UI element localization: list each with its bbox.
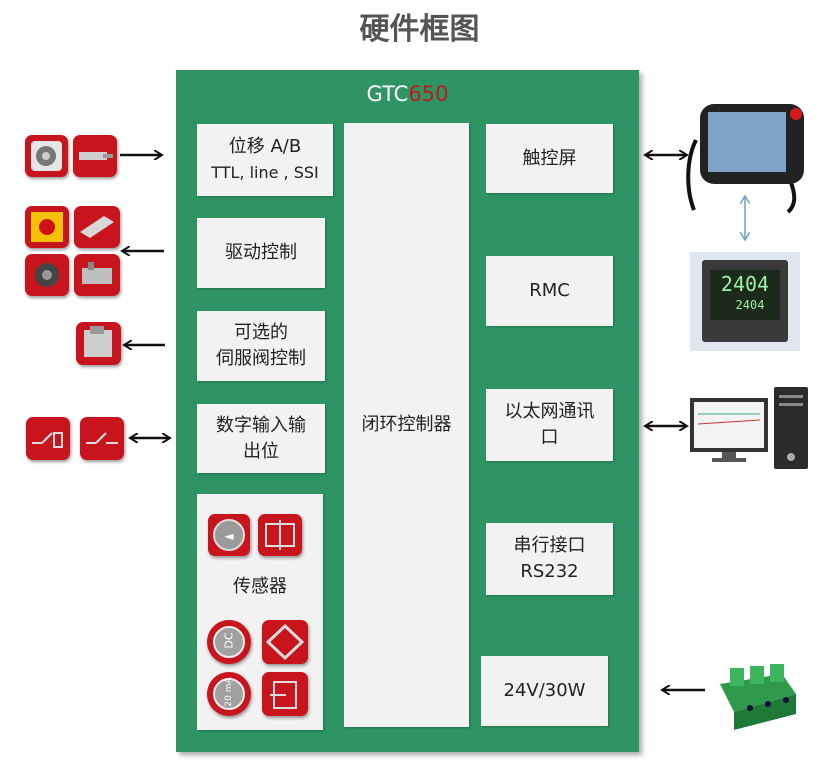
ma-sensor-icon: 20 mA [207, 672, 251, 716]
digital-io-block: 数字输入输出位 [197, 404, 325, 473]
servo-motor-icon [25, 254, 69, 296]
digital-label-2: 出位 [243, 440, 279, 462]
serial-label-1: 串行接口 [513, 535, 586, 556]
ethernet-label-1: 以太网通讯 [504, 401, 595, 422]
rmc-label: RMC [529, 280, 570, 301]
strain-sensor-icon [258, 514, 302, 556]
board-title-prefix: GTC [366, 82, 409, 106]
emergency-switch-icon [25, 206, 69, 248]
serial-block: 串行接口 RS232 [486, 523, 613, 595]
digital-input-switch-icon [26, 417, 70, 460]
servo-valve-icon [76, 322, 121, 365]
linear-actuator-icon [74, 206, 120, 248]
controller-sv: 2404 [735, 298, 765, 312]
touchscreen-block: 触控屏 [486, 124, 613, 193]
bridge-sensor-icon [262, 620, 308, 664]
rmc-block: RMC [486, 256, 613, 326]
digital-output-switch-icon [80, 417, 124, 460]
serial-label-2: RS232 [520, 561, 579, 582]
servo-label-1: 可选的 [234, 322, 288, 343]
position-label-1: 位移 A/B [228, 136, 302, 157]
board-title-model: 650 [408, 82, 449, 106]
closed-loop-label: 闭环控制器 [361, 414, 452, 435]
power-block: 24V/30W [481, 656, 608, 726]
pc-tower-icon [774, 387, 808, 469]
drive-label: 驱动控制 [225, 242, 297, 263]
ethernet-label-2: 口 [540, 427, 559, 448]
potentiometer-sensor-icon [262, 672, 308, 716]
encoder-icon [25, 135, 68, 177]
ethernet-block: 以太网通讯口 [486, 389, 613, 461]
temperature-controller-icon: 2404 2404 [690, 252, 800, 351]
pressure-sensor-icon: ◄ [208, 514, 250, 556]
position-label-2: TTL, line , SSI [211, 163, 319, 182]
servo-block: 可选的伺服阀控制 [197, 311, 325, 381]
linear-transducer-icon [73, 135, 117, 177]
drive-block: 驱动控制 [197, 218, 325, 288]
valve-icon [74, 254, 120, 296]
svg-text:◄: ◄ [224, 529, 234, 543]
servo-label-2: 伺服阀控制 [216, 348, 306, 369]
power-label: 24V/30W [503, 680, 586, 701]
dc-sensor-icon: DC [207, 620, 251, 664]
closed-loop-controller-block: 闭环控制器 [344, 123, 469, 727]
terminal-connector-icon [712, 664, 802, 734]
board-title: GTC650 [176, 82, 639, 106]
handheld-touch-panel-icon [686, 100, 816, 214]
touchscreen-label: 触控屏 [522, 147, 577, 169]
sensor-label: 传感器 [233, 576, 287, 597]
digital-label-1: 数字输入输 [216, 414, 306, 436]
monitor-icon [690, 384, 770, 468]
page-title: 硬件框图 [359, 12, 480, 47]
controller-pv: 2404 [720, 272, 770, 296]
position-block: 位移 A/B TTL, line , SSI [197, 124, 333, 196]
